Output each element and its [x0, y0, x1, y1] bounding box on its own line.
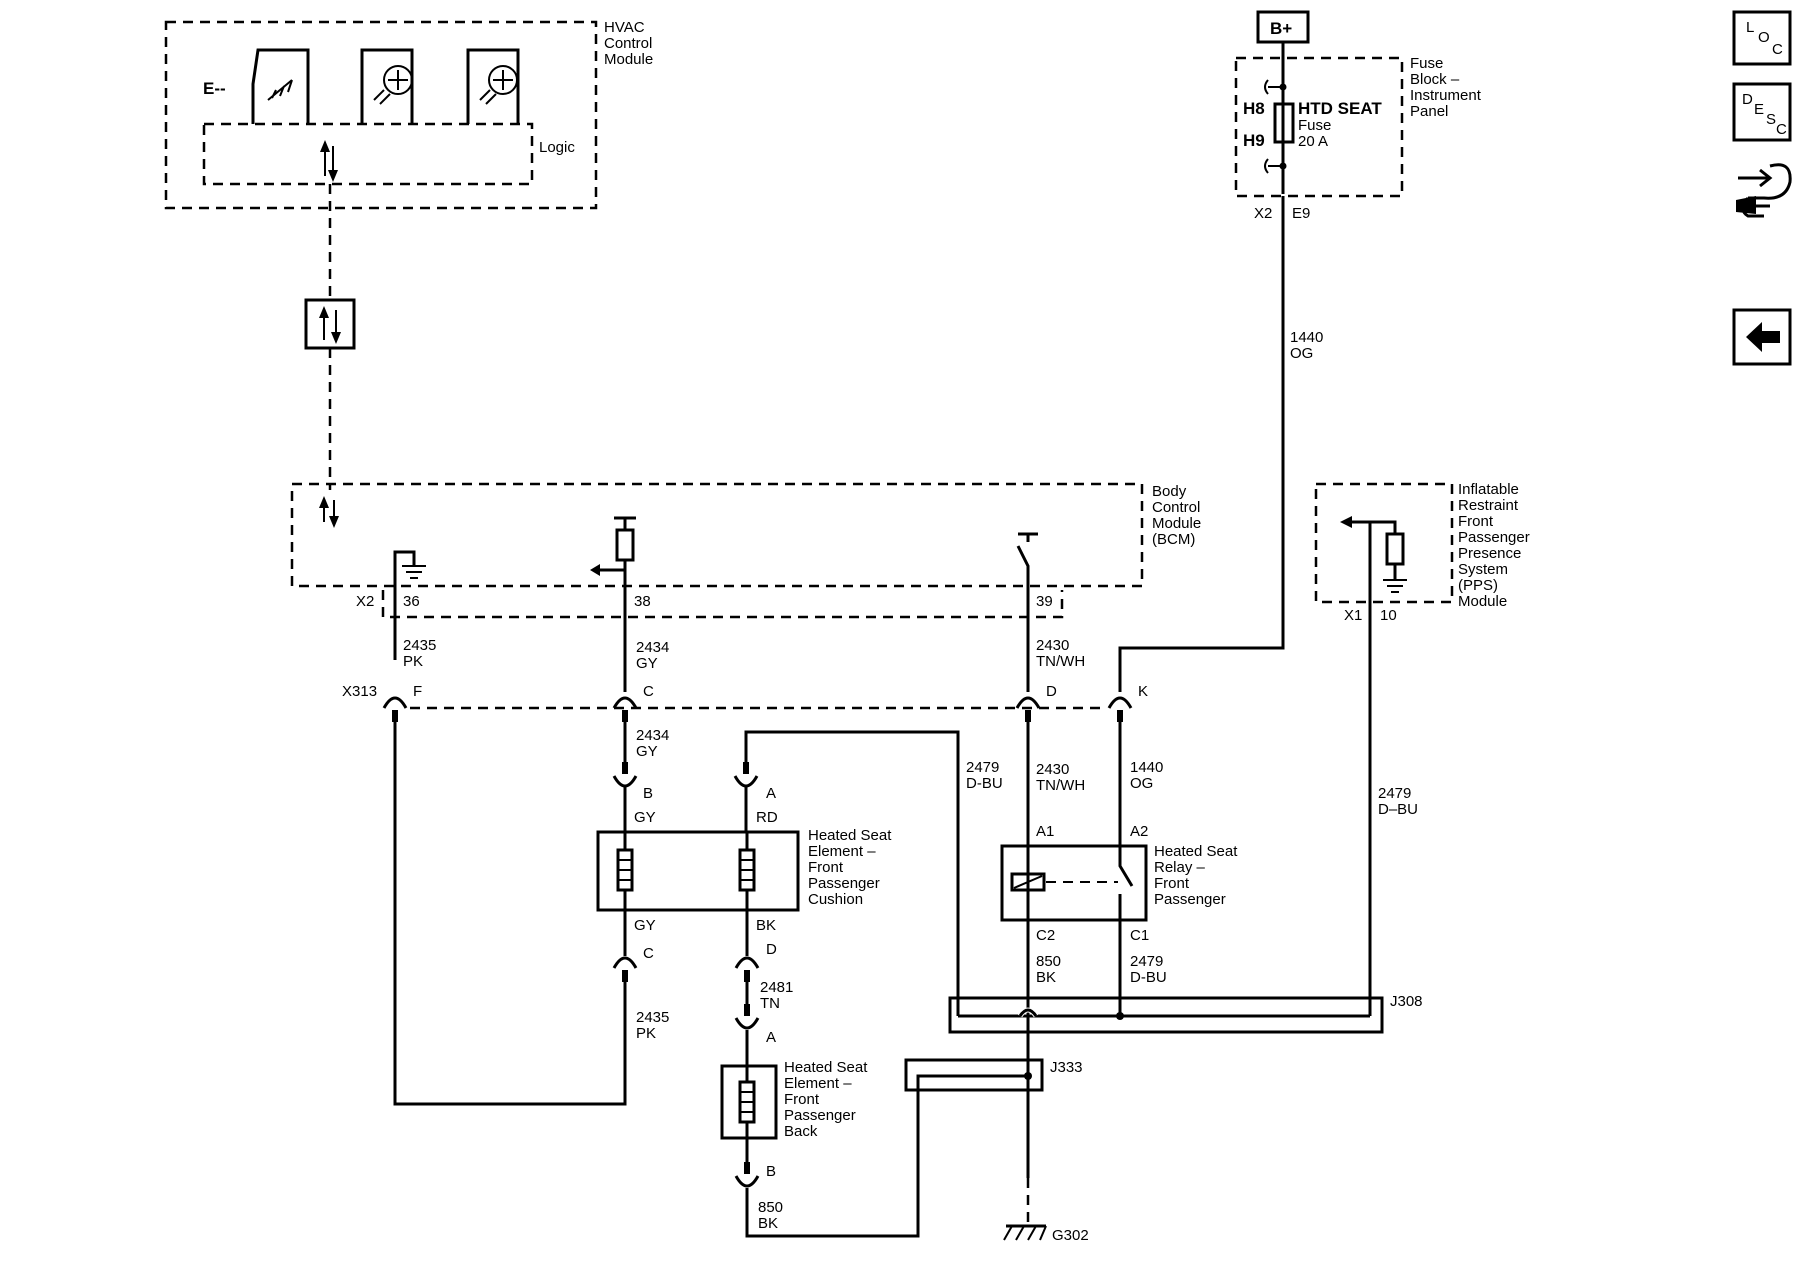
cushion-label: Heated Seat Element – Front Passenger Cu… — [808, 827, 896, 908]
pps-module: Inflatable Restraint Front Passenger Pre… — [1314, 481, 1534, 1002]
svg-text:J308: J308 — [1390, 993, 1423, 1010]
location-button[interactable]: L O C — [1732, 10, 1792, 66]
svg-text:C: C — [1772, 41, 1783, 58]
relay-label: Heated Seat Relay – Front Passenger — [1154, 843, 1242, 908]
splice-j333: J333 — [904, 1058, 1083, 1092]
wire-2435-pk — [393, 722, 627, 1106]
bcm-connector-x2 — [381, 590, 1064, 619]
hvac-control-module: E-- Logic HVAC Control Module — [164, 19, 657, 210]
svg-text:B: B — [766, 1163, 776, 1180]
svg-text:Fuse: Fuse — [1298, 117, 1331, 134]
svg-text:A2: A2 — [1130, 823, 1148, 840]
svg-text:C1: C1 — [1130, 927, 1149, 944]
svg-text:K: K — [1138, 683, 1148, 700]
svg-text:D: D — [766, 941, 777, 958]
svg-text:A: A — [766, 785, 776, 802]
svg-text:GY: GY — [634, 809, 656, 826]
hvac-logic-label: Logic — [539, 139, 575, 156]
svg-text:C: C — [643, 945, 654, 962]
pps-label: Inflatable Restraint Front Passenger Pre… — [1458, 481, 1534, 610]
splice-j308: J308 — [948, 993, 1423, 1034]
svg-text:H8: H8 — [1243, 99, 1265, 118]
svg-text:C: C — [643, 683, 654, 700]
svg-text:E9: E9 — [1292, 205, 1310, 222]
svg-text:S: S — [1766, 111, 1776, 128]
battery-terminal: B+ — [1256, 10, 1310, 84]
svg-text:J333: J333 — [1050, 1059, 1083, 1076]
svg-text:10: 10 — [1380, 607, 1397, 624]
svg-text:36: 36 — [403, 593, 420, 610]
heated-seat-element-back: Heated Seat Element – Front Passenger Ba… — [720, 1059, 1030, 1238]
svg-text:L: L — [1746, 19, 1754, 36]
svg-text:D: D — [1046, 683, 1057, 700]
svg-text:A1: A1 — [1036, 823, 1054, 840]
svg-text:X2: X2 — [1254, 205, 1272, 222]
svg-text:RD: RD — [756, 809, 778, 826]
svg-text:H9: H9 — [1243, 131, 1265, 150]
svg-text:X313: X313 — [342, 683, 377, 700]
fuse-block-label: Fuse Block – Instrument Panel — [1410, 55, 1485, 120]
ground-g302: G302 — [1003, 1178, 1089, 1244]
hvac-switch-label: E-- — [203, 79, 226, 98]
svg-text:O: O — [1758, 29, 1770, 46]
wire-1440-og — [1118, 196, 1285, 692]
heated-seat-element-cushion: Heated Seat Element – Front Passenger Cu… — [596, 827, 896, 912]
hvac-module-label: HVAC Control Module — [604, 19, 657, 68]
svg-text:B: B — [643, 785, 653, 802]
svg-text:X2: X2 — [356, 593, 374, 610]
svg-text:A: A — [766, 1029, 776, 1046]
fuse-name: HTD SEAT — [1298, 99, 1382, 118]
fuse-block-instrument-panel: H8 H9 HTD SEAT Fuse 20 A Fuse Block – In… — [1234, 55, 1485, 222]
bcm-label: Body Control Module (BCM) — [1152, 483, 1205, 548]
fuse-rating: 20 A — [1298, 133, 1328, 150]
svg-text:F: F — [413, 683, 422, 700]
svg-text:C: C — [1776, 121, 1787, 138]
cushion-lower-connectors: GY BK C D A — [612, 910, 777, 1066]
serial-data-link — [304, 184, 356, 490]
svg-text:D: D — [1742, 91, 1753, 108]
connector-icon[interactable] — [1736, 163, 1792, 218]
back-label: Heated Seat Element – Front Passenger Ba… — [784, 1059, 872, 1140]
heated-seat-relay: A1 A2 Heated Seat Relay – Front Passenge… — [1000, 823, 1242, 944]
body-control-module: Body Control Module (BCM) — [290, 482, 1205, 692]
connector-x313: X313 F C D K — [342, 683, 1148, 722]
svg-text:X1: X1 — [1344, 607, 1362, 624]
back-arrow-icon[interactable] — [1732, 308, 1792, 366]
svg-text:E: E — [1754, 101, 1764, 118]
svg-text:C2: C2 — [1036, 927, 1055, 944]
svg-text:G302: G302 — [1052, 1227, 1089, 1244]
svg-text:39: 39 — [1036, 593, 1053, 610]
svg-text:B+: B+ — [1270, 19, 1292, 38]
cushion-connectors: B A GY RD — [612, 730, 960, 996]
svg-text:38: 38 — [634, 593, 651, 610]
svg-text:GY: GY — [634, 917, 656, 934]
description-button[interactable]: D E S C — [1732, 82, 1792, 142]
svg-text:BK: BK — [756, 917, 776, 934]
